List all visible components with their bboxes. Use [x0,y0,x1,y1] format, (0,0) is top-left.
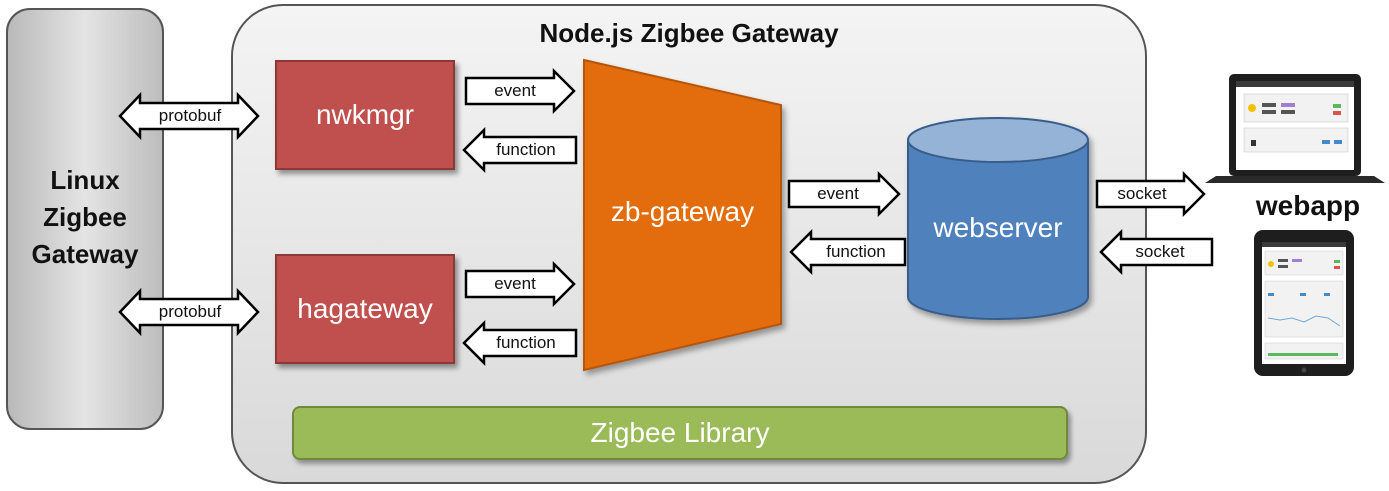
linux-zigbee-gateway-label: Linux Zigbee Gateway [31,165,139,269]
zigbee-library-box: Zigbee Library [292,406,1068,460]
zigbee-library-label: Zigbee Library [590,417,770,448]
webserver-cylinder [907,117,1089,320]
socket-out-label: socket [1117,184,1167,203]
nodejs-gateway-title: Node.js Zigbee Gateway [539,18,839,48]
laptop-icon [1205,74,1385,183]
hagateway-event-label: event [494,274,536,293]
nwkmgr-box: nwkmgr [275,60,455,170]
webserver-event-arrow [787,170,901,218]
webserver-function-arrow [789,228,907,276]
webapp-label: webapp [1255,190,1361,221]
socket-out-arrow [1095,170,1206,218]
protobuf-arrow-bottom [118,287,260,337]
hagateway-function-arrow [462,319,578,367]
tablet-icon [1254,230,1354,376]
nwkmgr-label: nwkmgr [315,99,414,130]
webserver-function-label: function [826,242,886,261]
hagateway-event-arrow [464,260,576,308]
zb-gateway-shape [583,58,782,372]
socket-in-arrow [1099,228,1214,276]
webserver-event-label: event [817,184,859,203]
protobuf-arrow-top [118,91,260,141]
linux-zigbee-gateway-box [6,8,164,430]
hagateway-box: hagateway [275,254,455,364]
nwkmgr-function-arrow [462,126,578,174]
protobuf-arrow-top-label: protobuf [158,106,222,125]
nwkmgr-event-arrow [464,67,576,115]
hagateway-function-label: function [496,333,556,352]
zb-gateway-label: zb-gateway [610,196,755,227]
hagateway-label: hagateway [297,293,433,324]
nwkmgr-event-label: event [494,81,536,100]
nwkmgr-function-label: function [496,140,556,159]
webserver-label: webserver [933,212,1063,243]
socket-in-label: socket [1135,242,1185,261]
protobuf-arrow-bottom-label: protobuf [158,302,222,321]
